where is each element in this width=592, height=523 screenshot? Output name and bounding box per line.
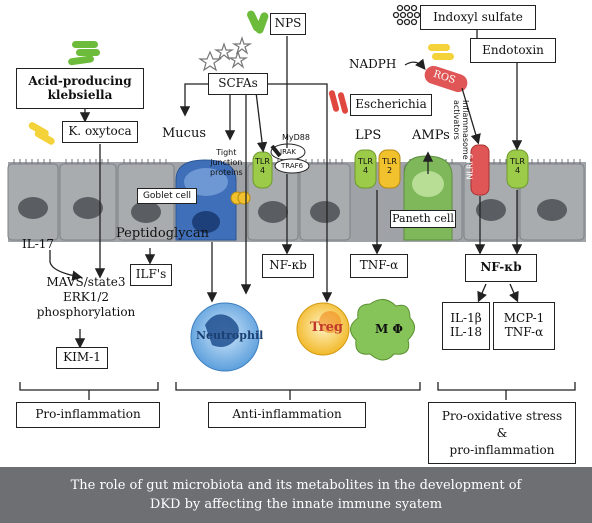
irak-label: IRAK — [280, 148, 297, 156]
nadph-label: NADPH — [349, 57, 397, 71]
pro-oxidative-stress-box: Pro-oxidative stress & pro-inflammation — [428, 402, 576, 464]
tight-junction-icon — [230, 191, 251, 205]
acid-producing-klebsiella-box: Acid-producing klebsiella — [16, 68, 144, 109]
scfa-stars-icon — [198, 36, 253, 72]
nlrp3-receptor — [470, 144, 490, 196]
macrophage-cell — [350, 299, 415, 361]
escherichia-box: Escherichia — [350, 94, 432, 116]
anti-inflammation-box: Anti-inflammation — [208, 402, 366, 428]
k-oxytoca-icon — [28, 122, 55, 145]
tlr4-b-label: TLR 4 — [358, 157, 373, 175]
paneth-cell-box: Paneth cell — [390, 210, 456, 228]
tlr4-a-label: TLR 4 — [255, 157, 270, 175]
mucus-label: Mucus — [162, 126, 207, 141]
macrophage-label: M Φ — [375, 322, 403, 336]
tlr2-label: TLR 2 — [382, 157, 397, 175]
il1b-il18-box: IL-1β IL-18 — [442, 302, 490, 350]
tnf-alpha-box: TNF-α — [350, 254, 408, 278]
k-oxytoca-box: K. oxytoca — [62, 121, 138, 143]
ros-shape — [424, 65, 468, 93]
kim1-box: KIM-1 — [56, 347, 108, 369]
nfkb-right-box: NF-κb — [465, 254, 537, 282]
myd88-complex — [270, 143, 310, 174]
tlr4-receptor-b — [354, 149, 377, 189]
inflammasome-activators-label: Inflammasome activators — [452, 100, 470, 160]
neutrophil-cell — [190, 302, 260, 372]
outcome-brackets — [19, 382, 576, 400]
escherichia-icon — [328, 90, 349, 114]
tlr4-c-label: TLR 4 — [510, 157, 525, 175]
treg-label: Treg — [310, 320, 343, 335]
pro-inflammation-box: Pro-inflammation — [16, 402, 160, 428]
caption-line-2: DKD by affecting the innate immune syate… — [149, 497, 443, 512]
goblet-cell-box: Goblet cell — [137, 188, 197, 204]
figure-caption: The role of gut microbiota and its metab… — [0, 467, 592, 523]
mavs-label: MAVS/state3 ERK1/2 phosphorylation — [36, 275, 136, 319]
endotoxin-box: Endotoxin — [470, 38, 556, 63]
nfkb-left-box: NF-κb — [262, 254, 314, 278]
scfas-box: SCFAs — [208, 73, 268, 95]
traf6-label: TRAF6 — [281, 162, 304, 170]
mcp1-tnfa-box: MCP-1 TNF-α — [493, 302, 555, 350]
tlr2-receptor — [378, 149, 401, 189]
klebsiella-icon — [68, 41, 100, 66]
endotoxin-bacteria-icon — [428, 44, 454, 60]
nps-box: NPS — [270, 13, 306, 35]
lps-label: LPS — [355, 128, 382, 143]
indoxyl-sulfate-box: Indoxyl sulfate — [420, 5, 536, 30]
il17-label: IL-17 — [22, 237, 55, 251]
neutrophil-label: Neutrophil — [196, 329, 264, 342]
caption-line-1: The role of gut microbiota and its metab… — [70, 478, 522, 493]
ilfs-box: ILF's — [130, 264, 172, 286]
indoxyl-dots-icon — [392, 4, 421, 26]
goblet-cell-shape — [175, 159, 237, 241]
nps-bacteria-icon — [247, 10, 269, 34]
peptidoglycan-label: Peptidoglycan — [116, 226, 209, 241]
tight-junction-label: Tight junction proteins — [210, 148, 243, 177]
myd88-label: MyD88 — [282, 133, 310, 142]
treg-cell — [296, 302, 350, 356]
amps-label: AMPs — [412, 128, 450, 143]
